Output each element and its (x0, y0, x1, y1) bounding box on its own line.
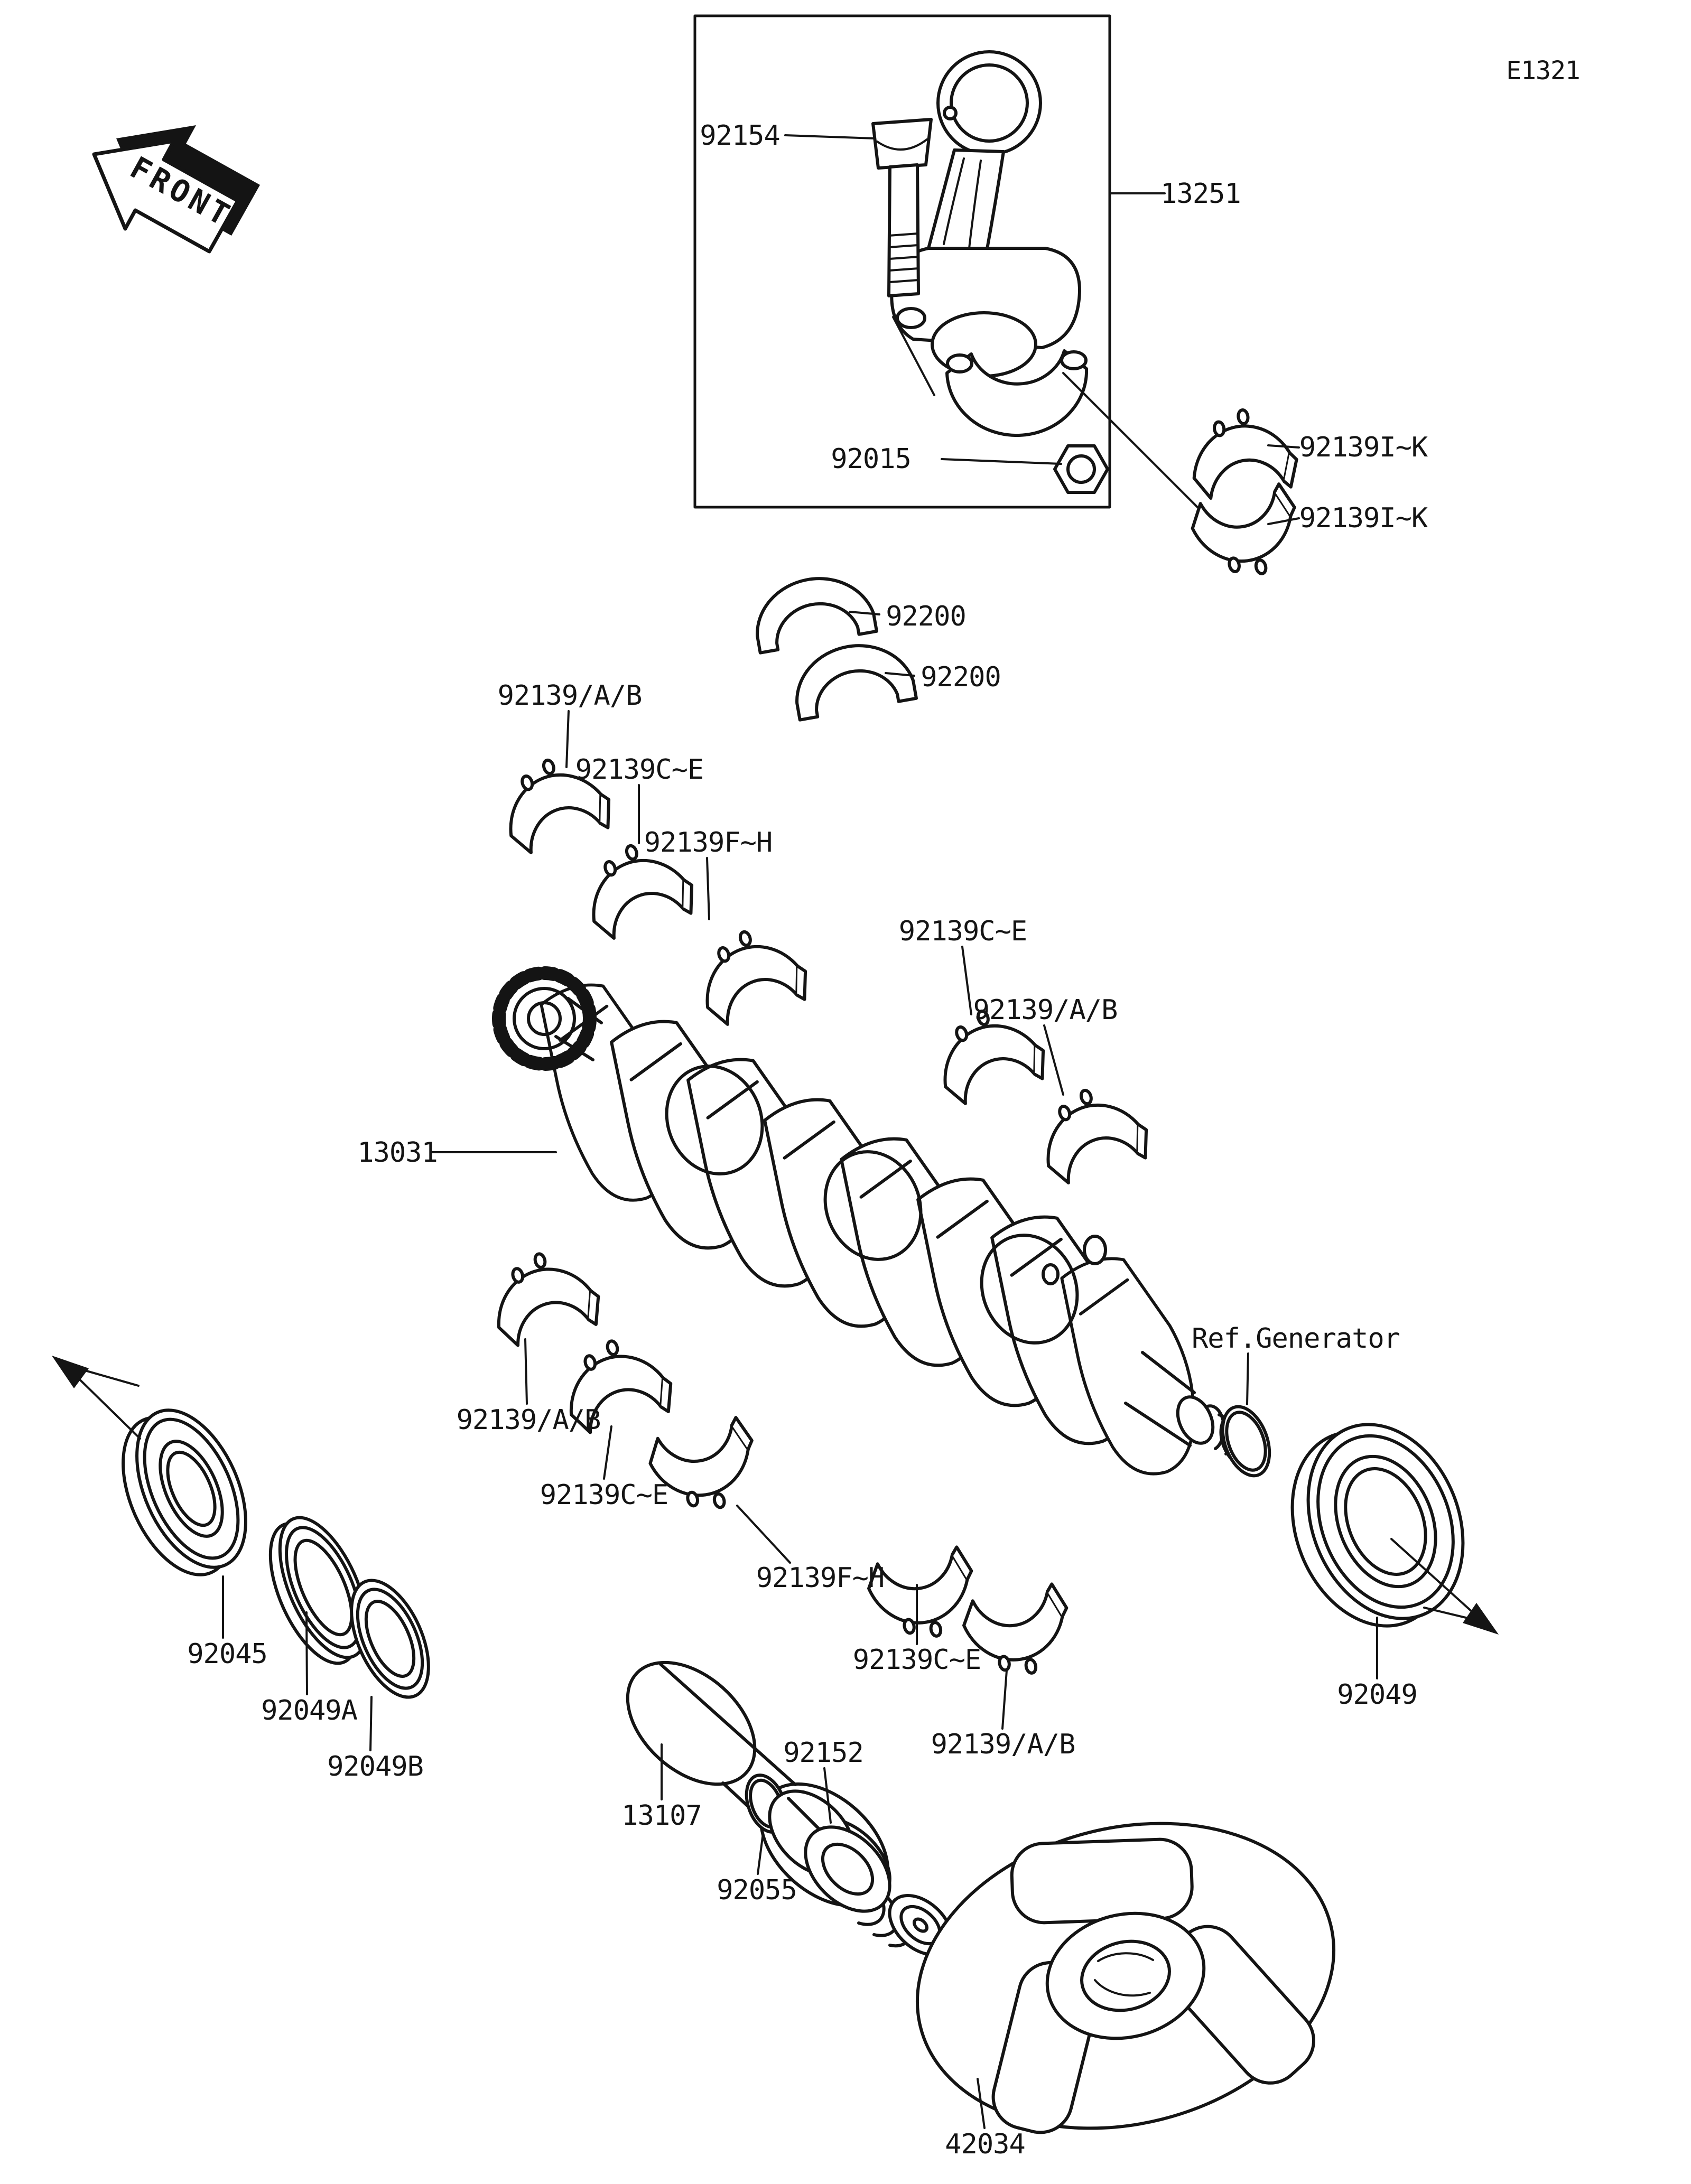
callout-crankshaft: 13031 (357, 1137, 438, 1169)
callout-coupling: 42034 (945, 2129, 1025, 2160)
callout-main-bearing-ce-bottom: 92139C~E (540, 1479, 668, 1511)
timing-sprocket-drawing (492, 966, 603, 1071)
generator-ref-oring-drawing (1221, 1405, 1271, 1478)
install-pointer-right (1390, 1538, 1499, 1635)
callout-thrust-washer-rear: 92200 (921, 661, 1001, 693)
callout-labels: E1321 FRONT 92154 13251 92015 92139I~K 9… (124, 56, 1581, 2160)
rod-bearing-lower-drawing (1187, 482, 1308, 587)
callout-generator-ref: Ref.Generator (1192, 1323, 1400, 1355)
oil-seal-b-drawing (350, 1579, 430, 1699)
callout-main-bearing-fh-top: 92139F~H (644, 827, 772, 858)
callout-main-bearing-fh-bottom: 92139F~H (756, 1562, 884, 1594)
connecting-rod-drawing (890, 50, 1089, 437)
callout-main-bearing-ab-top: 92139/A/B (498, 680, 642, 712)
callout-oil-seal-b: 92049B (327, 1751, 423, 1782)
callout-rod-bearing-upper: 92139I~K (1299, 432, 1428, 463)
rod-bearing-upper-drawing (1186, 404, 1300, 500)
thrust-washer-rear-drawing (789, 637, 917, 720)
leader-lines (222, 134, 1378, 2129)
callout-spacer: 13107 (621, 1800, 702, 1832)
callout-o-ring: 92055 (717, 1874, 797, 1906)
callout-rod-bearing-lower: 92139I~K (1299, 502, 1428, 534)
callout-oil-seal-a: 92049A (261, 1695, 358, 1726)
oil-seal-rear-drawing (1290, 1423, 1465, 1628)
crankshaft-drawing (492, 966, 1267, 1488)
collar-drawing (768, 1789, 891, 1913)
connecting-rod-detail-box (693, 14, 1111, 509)
callout-main-bearing-ab-top2: 92139/A/B (973, 994, 1118, 1026)
callout-main-bearing-ab-bottom2: 92139/A/B (931, 1729, 1075, 1760)
callout-oil-seal-rear: 92049 (1337, 1679, 1417, 1711)
callout-main-bearing-ab-bottom: 92139/A/B (457, 1404, 601, 1436)
callout-main-bearing-ce-top2: 92139C~E (899, 916, 1027, 947)
oil-seal-a-drawing (268, 1516, 369, 1665)
callout-thrust-washer-front: 92200 (886, 601, 966, 632)
callout-conn-rod-bolt: 92154 (700, 120, 780, 152)
page-code-label: E1321 (1506, 56, 1580, 86)
front-direction-arrow-icon (92, 125, 260, 254)
callout-ball-bearing: 92045 (187, 1638, 267, 1670)
coupling-damper-drawing (916, 1822, 1335, 2134)
callout-main-bearing-ce-bottom2: 92139C~E (853, 1644, 981, 1676)
connecting-rod-nut-drawing (1053, 444, 1109, 494)
connecting-rod-bolt-drawing (871, 118, 933, 297)
install-pointer-left (52, 1356, 141, 1440)
callout-conn-rod-assembly: 13251 (1160, 178, 1241, 210)
callout-main-bearing-ce-top: 92139C~E (575, 754, 703, 786)
callout-collar: 92152 (783, 1737, 863, 1769)
thrust-washer-front-drawing (749, 570, 877, 653)
callout-conn-rod-nut: 92015 (831, 443, 911, 475)
ball-bearing-drawing (122, 1408, 247, 1576)
